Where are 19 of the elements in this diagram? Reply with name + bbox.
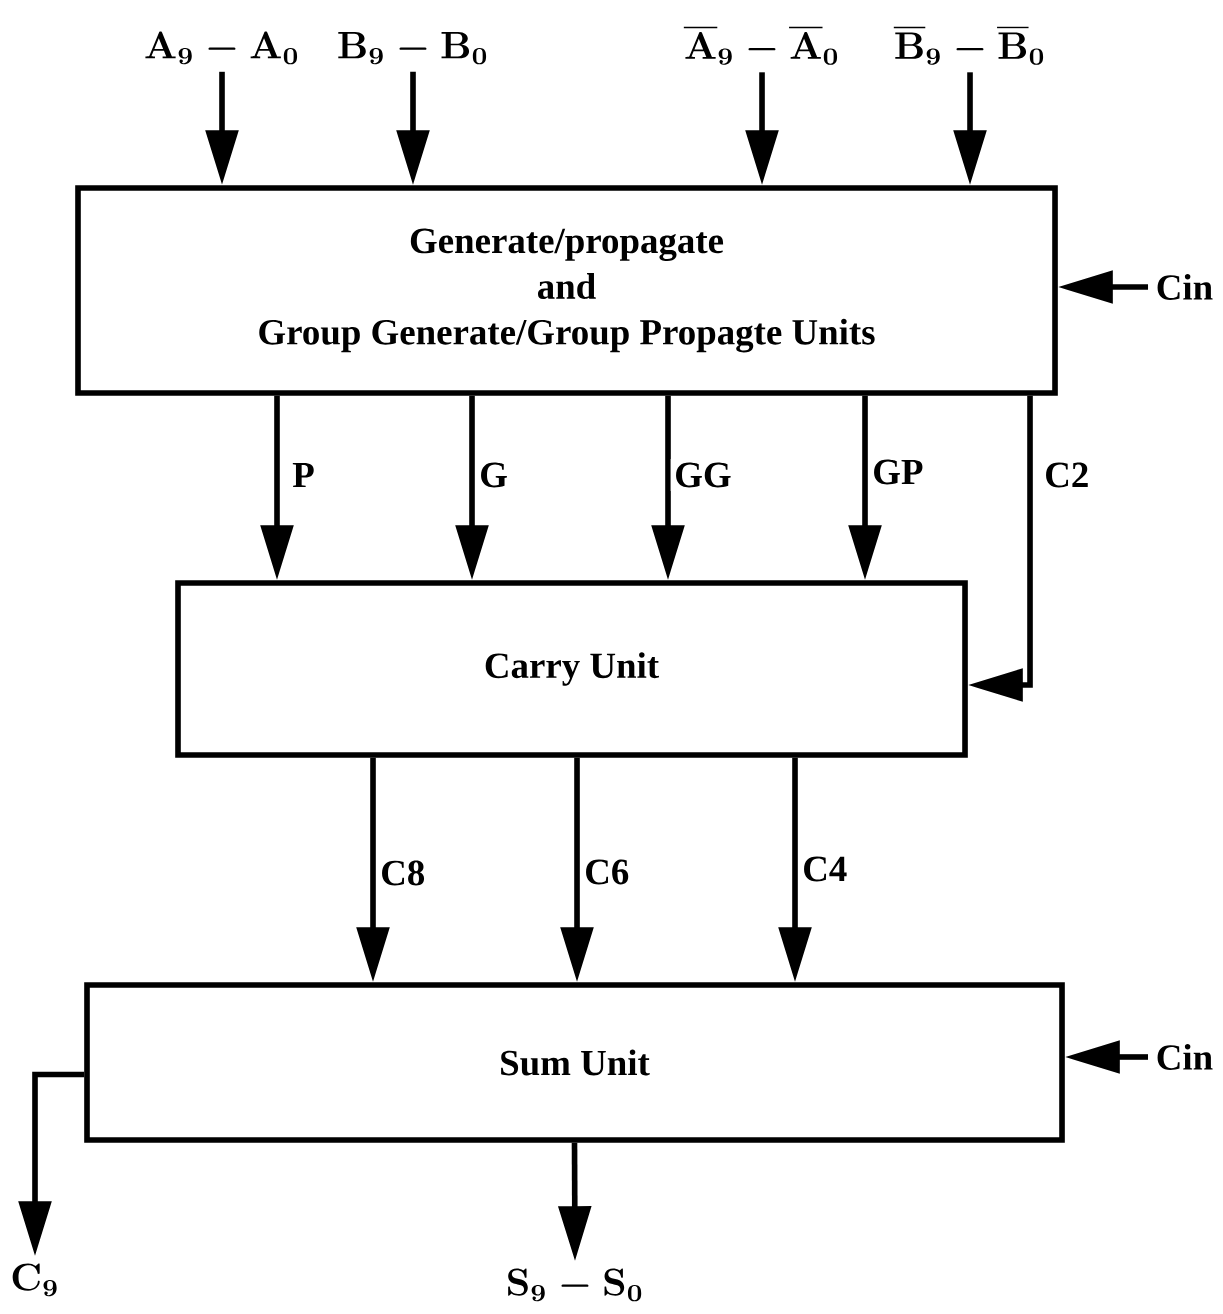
edge-label: C4 [798, 853, 851, 885]
unit-box: Generate/propagate and Group Generate/Group Propagte Units [75, 185, 1058, 396]
edge-label: G [475, 459, 512, 491]
signal-label: Cin [1157, 274, 1213, 300]
signal-label: $\mathbf{C}_9$ [12, 1263, 57, 1297]
signal-label: $\overline{\mathbf{B}}_9 - \overline{\mathbf{B}}_0$ [893, 27, 1044, 65]
signal-label: Cin [1157, 1044, 1213, 1070]
edge-label: GP [868, 456, 927, 488]
unit-box: Sum Unit [84, 982, 1065, 1143]
unit-box: Carry Unit [175, 580, 968, 758]
edge-label: C2 [1040, 459, 1093, 491]
edge-label: C8 [376, 857, 429, 889]
edge-label: P [288, 459, 319, 491]
signal-label: $\overline{\mathbf{A}}_9 - \overline{\mathbf{A}}_0$ [683, 27, 838, 65]
signal-label: $\mathbf{A}_9 - \mathbf{A}_0$ [145, 31, 298, 65]
signal-label: $\mathbf{S}_9 - \mathbf{S}_0$ [508, 1268, 642, 1302]
edge-label: C6 [580, 856, 633, 888]
edge-label: GG [670, 459, 736, 491]
signal-label: $\mathbf{B}_9 - \mathbf{B}_0$ [338, 31, 487, 65]
